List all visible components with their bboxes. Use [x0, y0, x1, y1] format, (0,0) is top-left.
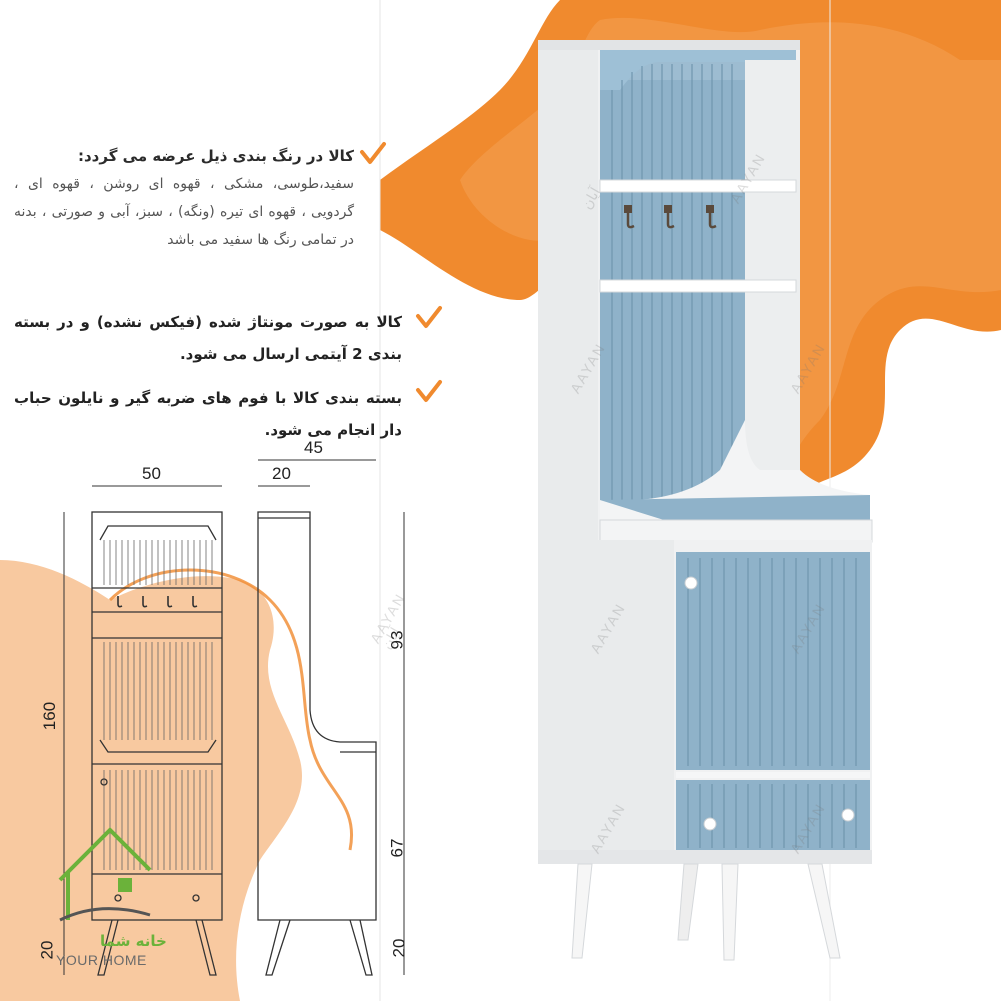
- logo-text-en: YOUR HOME: [56, 952, 147, 968]
- check-icons: [360, 142, 442, 402]
- dim-depth-top: 20: [272, 464, 291, 483]
- dim-depth-total: 45: [304, 438, 323, 457]
- logo-house: [58, 827, 152, 920]
- dim-height-lower: 67: [387, 838, 407, 858]
- bullet-assembly: کالا به صورت مونتاژ شده (فیکس نشده) و در…: [14, 313, 402, 363]
- side-drawing: [257, 511, 377, 976]
- bullet-title: کالا در رنگ بندی ذیل عرضه می گردد:: [77, 147, 354, 165]
- dimension-lines: [63, 459, 405, 975]
- bullet-body: سفید،طوسی، مشکی ، قهوه ای روشن ، قهوه ای…: [14, 176, 354, 248]
- front-drawing: [91, 511, 223, 976]
- cabinet-render: [538, 40, 873, 961]
- dim-height-upper: 93: [387, 630, 407, 650]
- peach-blob: [0, 560, 302, 1001]
- bullet-colors: کالا در رنگ بندی ذیل عرضه می گردد: سفید،…: [14, 142, 354, 254]
- dim-height-legs-side: 20: [389, 938, 409, 958]
- dim-height-legs-front: 20: [37, 940, 57, 960]
- dim-width-front: 50: [142, 464, 161, 483]
- bullet-packaging: بسته بندی کالا با فوم های ضربه گیر و نای…: [14, 389, 402, 439]
- logo-text-fa: خانه شما: [100, 932, 167, 950]
- dim-height-total: 160: [40, 701, 60, 731]
- peach-blob-line: [108, 568, 354, 851]
